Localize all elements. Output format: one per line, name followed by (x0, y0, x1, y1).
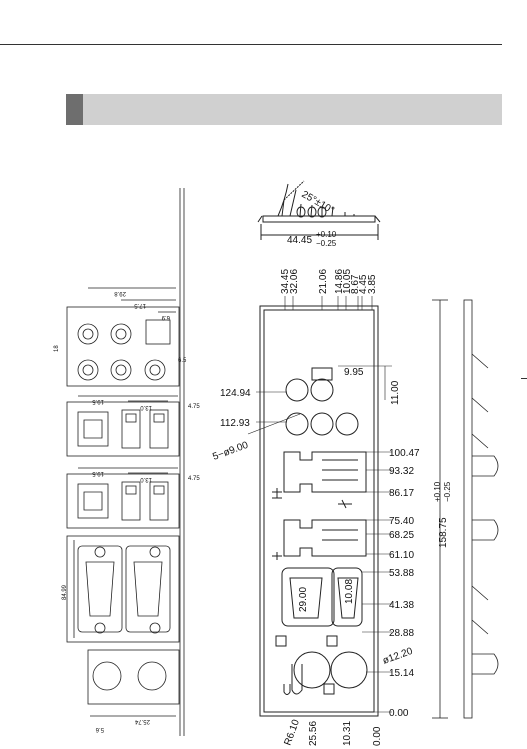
side-rule (521, 378, 527, 379)
right-dim-11: 0.00 (389, 708, 409, 719)
right-dim-7: 53.88 (389, 568, 414, 579)
right-dim-5: 68.25 (389, 530, 414, 541)
side-width-tol-minus: −0.25 (316, 239, 337, 248)
small-dim-3: 6.9 (161, 314, 170, 320)
top-dim-5: 10.05 (342, 269, 353, 294)
small-dim-5: 6.5 (178, 358, 187, 364)
small-dim-9: 19.5 (92, 470, 104, 476)
bottom-dim-3: 10.31 (342, 721, 353, 746)
right-dim-3: 86.17 (389, 488, 414, 499)
inner-dim-a: 9.95 (344, 367, 364, 378)
inner-dim-c: 29.00 (298, 587, 309, 612)
overall-height-dim (432, 299, 499, 719)
side-view (257, 180, 381, 240)
inner-dim-d: 10.08 (344, 579, 355, 604)
section-heading-tab (66, 94, 83, 125)
small-dim-14: 5.6 (95, 726, 104, 732)
right-dim-4: 75.40 (389, 516, 414, 527)
small-dim-13: 25.74 (134, 718, 150, 724)
port-layout-drawing (66, 188, 185, 736)
overall-height-tol-plus: +0.10 (433, 481, 442, 502)
side-width-label: 44.45 (287, 235, 312, 246)
port-small-dims: 29.8 17.5 6.9 18 6.5 19.5 13.0 4.75 19.5… (54, 290, 200, 732)
right-dim-6: 61.10 (389, 550, 414, 561)
overall-height-tol-minus: −0.25 (443, 481, 452, 502)
left-dim-1: 124.94 (220, 388, 251, 399)
small-dim-6: 19.5 (92, 398, 104, 404)
shield-outline (259, 296, 379, 717)
top-dim-6: 8.67 (350, 274, 361, 294)
holes-dim: 5−ø9.00 (211, 440, 250, 463)
overall-height-label: 158.75 (438, 517, 449, 548)
small-dim-10: 13.0 (140, 476, 152, 482)
top-dim-1: 34.45 (280, 269, 291, 294)
header-rule (0, 44, 502, 45)
small-dim-8: 4.75 (188, 404, 200, 410)
bottom-dim-1: R6.10 (282, 718, 302, 747)
small-dim-11: 4.75 (188, 476, 200, 482)
section-heading-bar (66, 94, 502, 125)
inner-dim-e: ø12.20 (381, 646, 414, 667)
top-dim-8: 3.85 (367, 274, 378, 294)
small-dim-7: 13.0 (140, 404, 152, 410)
side-width-tol-plus: +0.10 (316, 230, 337, 239)
small-dim-12: 84.99 (62, 584, 68, 600)
inner-dim-b: 11.00 (390, 380, 401, 405)
right-dim-9: 28.88 (389, 628, 414, 639)
top-dim-3: 21.06 (318, 269, 329, 294)
right-dim-1: 100.47 (389, 448, 420, 459)
top-dim-4: 14.86 (334, 269, 345, 294)
right-dim-2: 93.32 (389, 466, 414, 477)
left-dim-2: 112.93 (220, 418, 250, 429)
small-dim-4: 18 (54, 345, 60, 352)
small-dim-1: 29.8 (114, 290, 126, 296)
right-dim-10: 15.14 (389, 668, 414, 679)
right-dim-8: 41.38 (389, 600, 414, 611)
bottom-dim-2: 25.56 (308, 721, 319, 746)
bottom-dim-4: 0.00 (372, 726, 383, 746)
small-dim-2: 17.5 (134, 302, 146, 308)
top-dim-7: 4.45 (358, 274, 369, 294)
top-dim-2: 32.06 (289, 269, 300, 294)
